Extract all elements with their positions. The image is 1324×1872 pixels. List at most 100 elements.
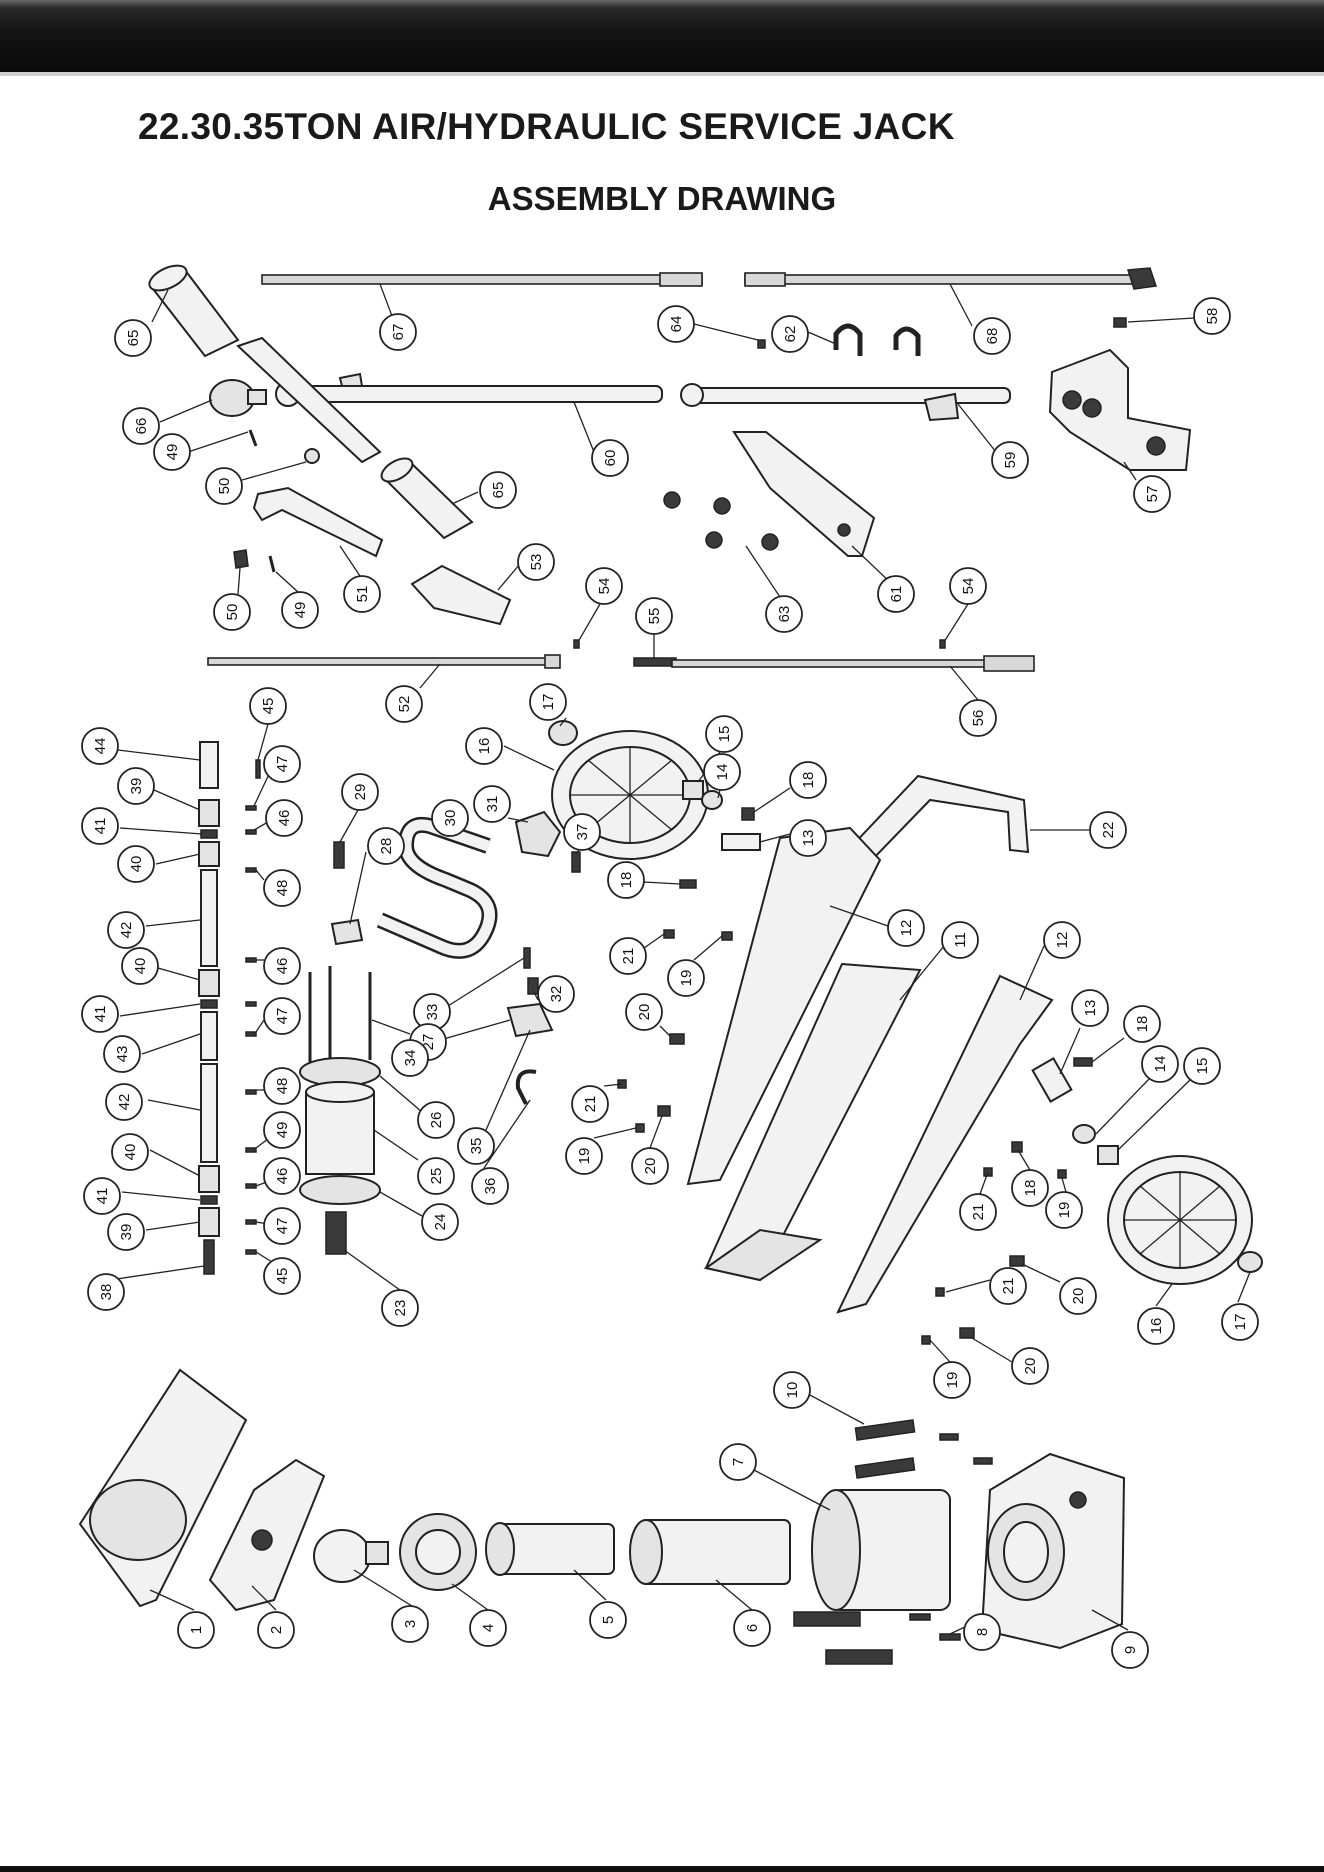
callout-number: 16 [1148,1318,1165,1335]
part-46-pin-2 [245,957,257,963]
callout-number: 30 [442,810,459,827]
part-56-rod [671,659,1025,668]
part-20-bolt-2 [657,1105,671,1117]
part-40-fitting [198,841,220,867]
callout-number: 21 [582,1096,599,1113]
part-33-spring [523,947,531,969]
callout-number: 11 [952,932,969,948]
header-bar [0,0,1324,72]
part-4-nut-ring-inner [415,1529,461,1575]
callout-circle [421,1203,459,1241]
callout-circle [1133,475,1171,513]
callout-circle [1043,921,1081,959]
callout-circle [471,1167,509,1205]
callout-circle [1071,989,1109,1027]
callout-number: 19 [678,970,695,987]
part-47-pin-2 [245,1031,257,1037]
callout-circle [765,595,803,633]
callout-circle [281,591,319,629]
part-49-pin-3 [245,1147,257,1153]
callout-circle [991,441,1029,479]
callout-number: 21 [970,1204,987,1221]
part-39-fitting [198,799,220,827]
callout-circle [789,761,827,799]
callout-number: 25 [428,1168,445,1185]
callout-number: 61 [888,586,905,603]
part-44-cap [199,741,219,789]
callout-number: 28 [378,838,395,855]
part-57-hole-2 [1082,398,1102,418]
callout-circle [81,807,119,845]
part-38-nozzle [203,1239,215,1275]
part-21-bolt [663,929,675,939]
callout-number: 46 [274,958,291,975]
part-68-rod-end [744,272,786,287]
lift-ram-parts [78,1368,1126,1665]
part-8-bolt [909,1613,931,1621]
callout-number: 19 [944,1372,961,1389]
callout-circle [589,1601,627,1639]
callout-circle [122,407,160,445]
part-59-handle-tube [684,387,1011,404]
callout-number: 54 [960,578,977,595]
callout-number: 4 [480,1624,497,1632]
callout-circle [517,543,555,581]
part-8-bolt-2 [939,1633,961,1641]
callout-number: 41 [92,818,109,835]
callout-number: 15 [716,726,733,743]
callout-circle [205,467,243,505]
callout-number: 50 [216,478,233,495]
valve-column [198,741,261,1275]
part-19-bolt-2 [635,1123,645,1133]
callout-number: 9 [1122,1646,1139,1654]
callout-circle [571,1085,609,1123]
callout-number: 20 [1022,1358,1039,1375]
part-18-bolt [741,807,755,821]
callout-number: 12 [1054,932,1071,949]
part-15-bushing-2 [1097,1145,1119,1165]
callout-circle [887,909,925,947]
callout-circle [609,937,647,975]
callout-number: 7 [730,1458,747,1466]
callout-number: 6 [744,1624,761,1632]
part-63-nut-4 [761,533,779,551]
callout-circle [789,819,827,857]
part-50-screw-lower [233,549,249,569]
part-48-pin-2 [245,1089,257,1095]
callout-circle [249,687,287,725]
callout-circle [417,1101,455,1139]
part-54-pin-2 [939,639,946,649]
callout-number: 22 [1100,822,1117,839]
part-5-ram-end [485,1522,515,1576]
part-52-rod-end [544,654,561,669]
part-23-fitting [325,1211,347,1255]
callout-number: 57 [1144,486,1161,503]
part-58-pin [1113,317,1127,328]
part-46-pin-3 [245,1001,257,1007]
callout-circle [263,1157,301,1195]
callout-circle [625,993,663,1031]
part-67-rod [261,274,703,285]
callout-number: 37 [574,824,591,841]
callout-circle [105,1083,143,1121]
callout-circle [989,1267,1027,1305]
callout-circle [473,785,511,823]
callout-circle [465,727,503,765]
callout-circle [959,1193,997,1231]
page-title: 22.30.35TON AIR/HYDRAULIC SERVICE JACK [138,106,955,147]
callout-circle [1089,811,1127,849]
part-57-hole [1062,390,1082,410]
callout-number: 49 [274,1122,291,1139]
callout-circle [391,1039,429,1077]
callout-number: 19 [576,1148,593,1165]
callout-number: 14 [1152,1056,1169,1073]
callout-circle [657,305,695,343]
callout-number: 39 [118,1224,135,1241]
callout-circle [1059,1277,1097,1315]
callout-circle [111,1133,149,1171]
callout-number: 39 [128,778,145,795]
page-subtitle: ASSEMBLY DRAWING [487,180,837,217]
callout-number: 13 [800,830,817,847]
callout-number: 18 [618,872,635,889]
callout-circle [585,567,623,605]
